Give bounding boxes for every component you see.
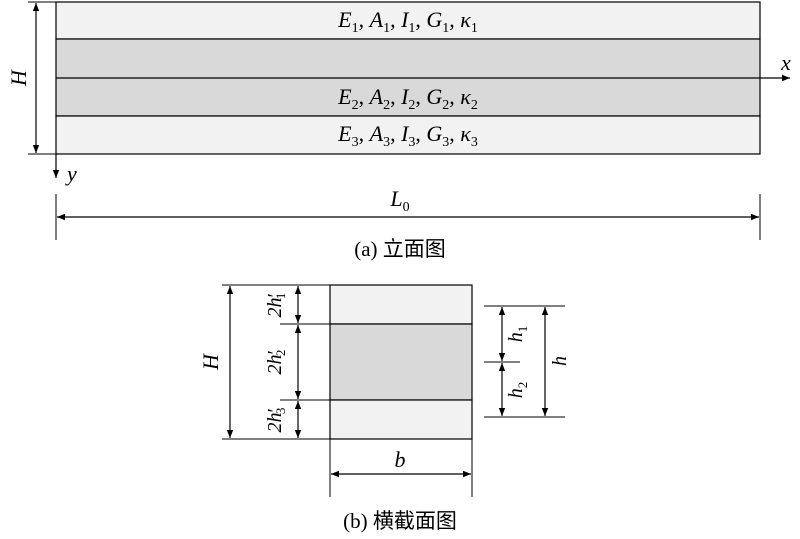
h1p-label: 2h′1 — [264, 293, 288, 318]
layer-1-label: E1, A1, I1, G1, κ1 — [337, 7, 478, 36]
h3p-label: 2h′3 — [264, 408, 288, 433]
elevation-view: x y H E1, A1, I1, G1, κ1 E2, A2, I2, G2,… — [6, 1, 791, 261]
layer-3-label: E3, A3, I3, G3, κ3 — [337, 121, 478, 150]
x-axis-label: x — [780, 50, 791, 75]
length-label: L0 — [389, 186, 409, 215]
h2-label: h2 — [505, 382, 530, 399]
section-caption: (b) 横截面图 — [343, 509, 457, 533]
h1-label: h1 — [505, 326, 530, 343]
h-label: h — [549, 356, 571, 366]
h2p-label: 2h′2 — [264, 350, 288, 375]
elevation-caption: (a) 立面图 — [354, 237, 446, 261]
section-layer-1 — [329, 284, 473, 325]
sec-height-label: H — [198, 353, 223, 371]
y-axis-label: y — [65, 161, 77, 186]
section-layer-2 — [329, 323, 473, 401]
layer-2-label: E2, A2, I2, G2, κ2 — [337, 84, 478, 113]
elev-height-label: H — [6, 69, 31, 87]
section-layer-3 — [329, 399, 473, 440]
cross-section-view: H 2h′1 2h′2 2h′3 h1 h2 h b (b) 横截面图 — [198, 284, 571, 533]
layer-3-rect — [55, 115, 761, 155]
b-label: b — [395, 447, 406, 472]
layer-1-rect — [55, 1, 761, 40]
